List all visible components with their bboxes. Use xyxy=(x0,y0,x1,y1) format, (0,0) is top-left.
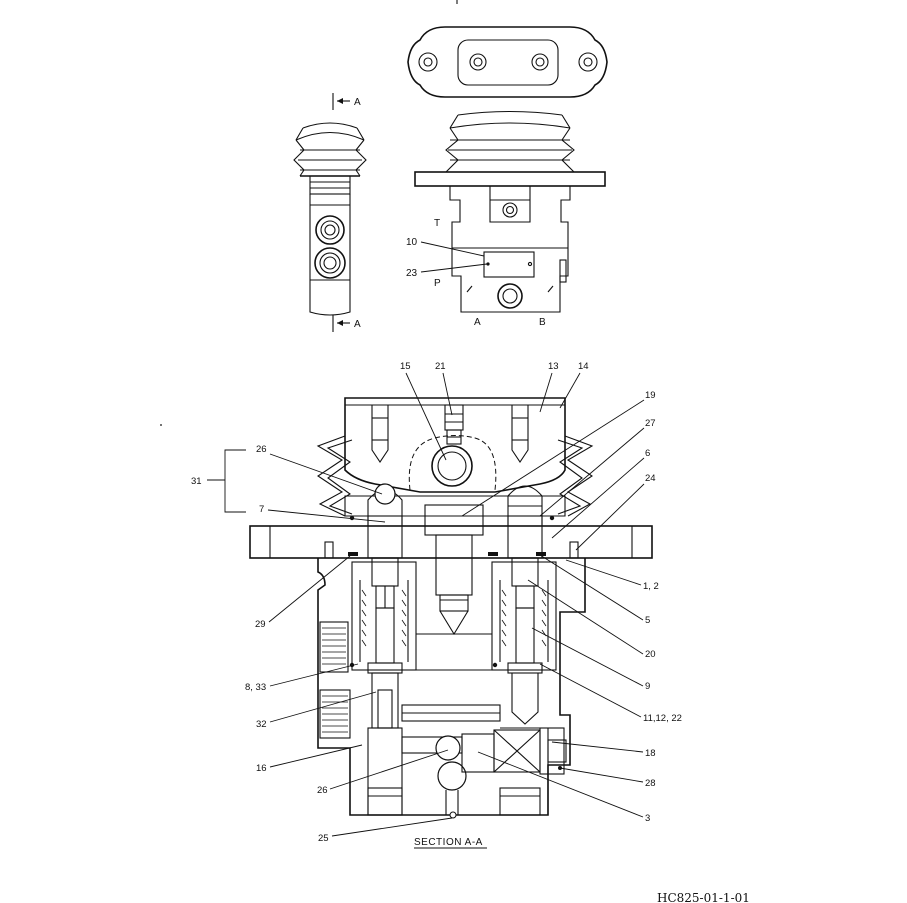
callout-14: 14 xyxy=(578,361,589,372)
port-label-p: P xyxy=(434,278,441,289)
port-label-b: B xyxy=(539,317,546,328)
callout-20: 20 xyxy=(645,649,656,660)
port-label-a: A xyxy=(474,317,481,328)
section-view: 15 21 13 14 19 27 6 24 26 31 7 1, 2 5 29… xyxy=(191,361,682,849)
port-label-t: T xyxy=(434,218,440,229)
callout-26-bottom: 26 xyxy=(317,785,328,796)
callout-11-12-22: 11,12, 22 xyxy=(643,713,682,724)
callout-13: 13 xyxy=(548,361,559,372)
callout-3: 3 xyxy=(645,813,650,824)
callout-29: 29 xyxy=(255,619,266,630)
callout-1-2: 1, 2 xyxy=(643,581,659,592)
callout-16: 16 xyxy=(256,763,267,774)
callout-25: 25 xyxy=(318,833,329,844)
drawing-number: HC825-01-1-01 xyxy=(657,891,750,903)
callout-18: 18 xyxy=(645,748,656,759)
callout-19: 19 xyxy=(645,390,656,401)
side-section-mark-bottom: A xyxy=(354,319,361,330)
side-view: A A xyxy=(293,93,367,332)
callout-27: 27 xyxy=(645,418,656,429)
top-view xyxy=(407,0,608,98)
stray-dot xyxy=(160,424,162,426)
callout-21: 21 xyxy=(435,361,446,372)
callout-15: 15 xyxy=(400,361,411,372)
callout-10: 10 xyxy=(406,237,418,248)
front-view: T P A B 10 23 xyxy=(406,110,606,328)
section-caption: SECTION A-A xyxy=(414,837,483,848)
callout-32: 32 xyxy=(256,719,267,730)
side-section-mark-top: A xyxy=(354,97,361,108)
callout-31: 31 xyxy=(191,476,202,487)
callout-26-top: 26 xyxy=(256,444,267,455)
callout-24: 24 xyxy=(645,473,656,484)
callout-6: 6 xyxy=(645,448,650,459)
callout-23: 23 xyxy=(406,268,418,279)
callout-8-33: 8, 33 xyxy=(245,682,266,693)
callout-5: 5 xyxy=(645,615,650,626)
callout-28: 28 xyxy=(645,778,656,789)
callout-9: 9 xyxy=(645,681,650,692)
callout-7: 7 xyxy=(259,504,264,515)
